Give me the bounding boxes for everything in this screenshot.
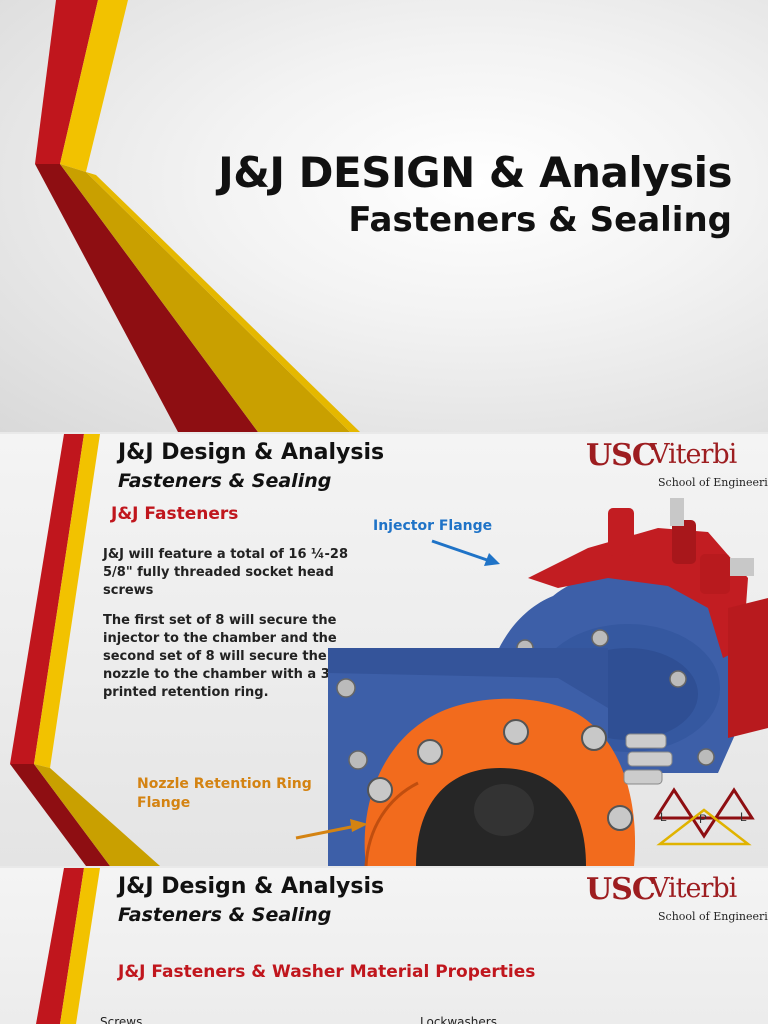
logo-school: School of Engineering [658, 476, 768, 489]
lpl-letter-l1: L [660, 810, 667, 824]
slide-subtitle: Fasteners & Sealing [118, 470, 332, 492]
injector-flange-callout: Injector Flange [373, 518, 493, 534]
fasteners-slide: J&J Design & Analysis Fasteners & Sealin… [0, 434, 768, 866]
slide-subtitle: Fasteners & Sealing [118, 904, 332, 926]
slide-title: J&J Design & Analysis [118, 440, 385, 465]
decorative-stripes [10, 434, 160, 866]
logo-usc: USC [586, 438, 656, 473]
screws-column-label: Screws [100, 1015, 143, 1024]
decorative-stripes [36, 868, 100, 1024]
logo-school: School of Engineering [658, 910, 768, 923]
decorative-stripes [35, 0, 360, 432]
section-heading: J&J Fasteners [111, 504, 239, 524]
lpl-letter-l2: L [740, 810, 747, 824]
usc-viterbi-logo: USC Viterbi School of Engineering [586, 438, 768, 492]
title-slide: J&J DESIGN & Analysis Fasteners & Sealin… [0, 0, 768, 432]
logo-usc: USC [586, 872, 656, 907]
nozzle-retention-ring-part [328, 648, 673, 866]
body-paragraph-1: J&J will feature a total of 16 ¼-28 5/8"… [103, 547, 348, 598]
material-properties-slide: J&J Design & Analysis Fasteners & Sealin… [0, 868, 768, 1024]
lpl-letter-p: P [699, 812, 707, 826]
nozzle-ring-callout: Nozzle Retention Ring Flange [137, 776, 312, 811]
logo-viterbi: Viterbi [650, 439, 737, 470]
slide-title: J&J DESIGN & Analysis [218, 148, 732, 197]
logo-viterbi: Viterbi [650, 873, 737, 904]
body-paragraph-2: The first set of 8 will secure the injec… [103, 613, 341, 700]
section-heading: J&J Fasteners & Washer Material Properti… [118, 962, 536, 982]
lockwashers-column-label: Lockwashers [420, 1015, 497, 1024]
usc-viterbi-logo: USC Viterbi School of Engineering [586, 872, 768, 926]
lpl-logo: L P L [653, 787, 755, 846]
engine-assembly-render [328, 498, 768, 866]
slide-subtitle: Fasteners & Sealing [348, 200, 732, 240]
slide-title: J&J Design & Analysis [118, 874, 385, 899]
